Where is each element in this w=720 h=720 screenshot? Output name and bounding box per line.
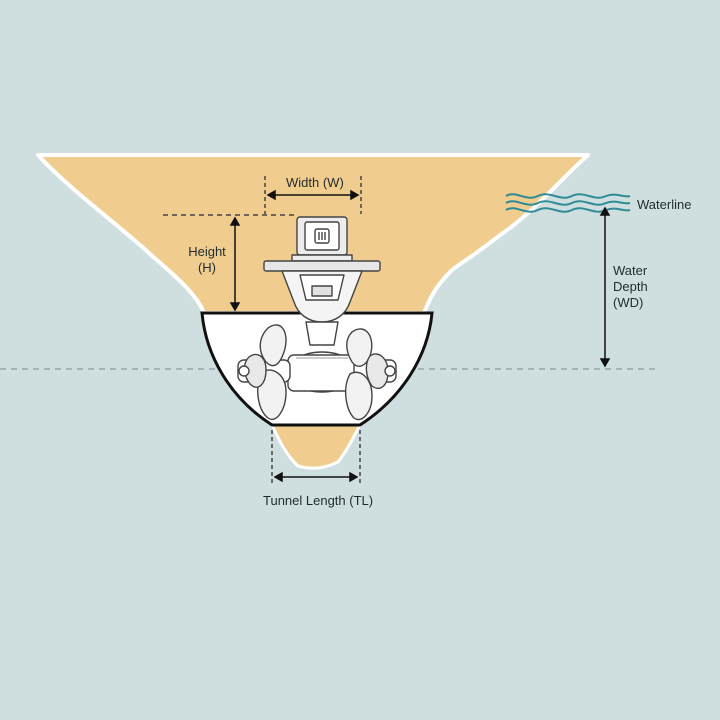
- waterline-label: Waterline: [637, 197, 692, 212]
- bow-thruster-icon: [237, 216, 397, 421]
- height-label-line1: Height: [188, 244, 226, 259]
- height-dimension: [163, 214, 297, 312]
- tunnel-length-dimension: [271, 430, 361, 486]
- wave-icon: [505, 193, 631, 213]
- height-label: Height (H): [185, 244, 229, 276]
- height-label-line2: (H): [197, 260, 217, 275]
- tunnel-length-label: Tunnel Length (TL): [263, 493, 374, 508]
- width-dimension: [264, 176, 362, 214]
- width-label: Width (W): [286, 175, 344, 190]
- water-depth-label-line2: Depth: [613, 279, 648, 294]
- water-depth-label: Water Depth (WD): [613, 263, 648, 311]
- water-depth-dimension: [599, 206, 611, 368]
- water-depth-label-line1: Water: [613, 263, 648, 278]
- water-depth-label-line3: (WD): [613, 295, 644, 310]
- keel-section: [270, 423, 362, 470]
